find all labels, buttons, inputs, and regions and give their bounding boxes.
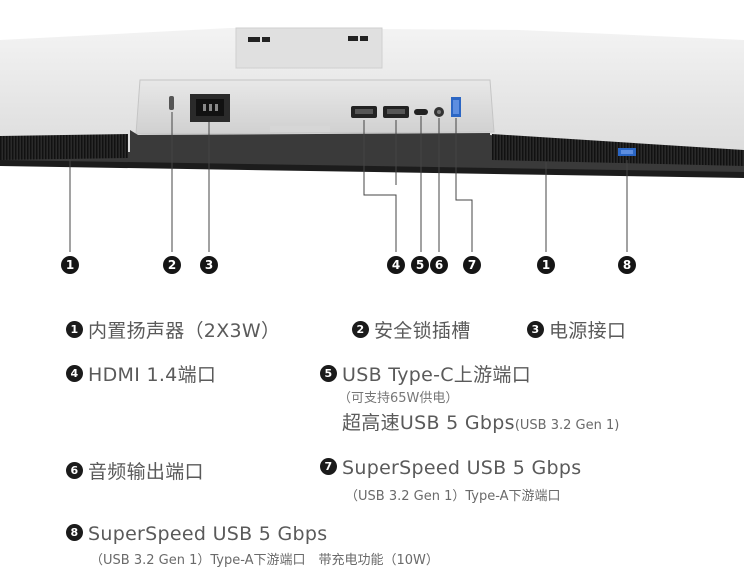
legend-item-6: 6 音频输出端口	[66, 457, 204, 484]
legend-badge-3: 3	[527, 321, 544, 338]
callout-6-audio: 6	[430, 256, 448, 274]
legend-badge-4: 4	[66, 365, 83, 382]
legend-item-1: 1 内置扬声器（2X3W）	[66, 316, 280, 343]
legend-badge-2: 2	[352, 321, 369, 338]
monitor-bottom-illustration	[0, 27, 744, 252]
legend-item-3: 3 电源接口	[527, 316, 626, 343]
legend-badge-8: 8	[66, 524, 83, 541]
legend-badge-7: 7	[320, 458, 337, 475]
callout-1-speaker-right: 1	[537, 256, 555, 274]
legend-text-3: 电源接口	[549, 320, 627, 342]
legend-line2-main-5: 超高速USB 5 Gbps	[342, 412, 515, 434]
callout-2-security-lock: 2	[163, 256, 181, 274]
legend-item-8: 8 SuperSpeed USB 5 Gbps	[66, 523, 327, 545]
legend-text-6: 音频输出端口	[88, 461, 204, 483]
legend-item-4: 4 HDMI 1.4端口	[66, 360, 216, 387]
legend-item-2: 2 安全锁插槽	[352, 316, 471, 343]
callout-5-usb-c: 5	[411, 256, 429, 274]
legend-text-7: SuperSpeed USB 5 Gbps	[342, 457, 582, 479]
legend-badge-1: 1	[66, 321, 83, 338]
legend-badge-5: 5	[320, 365, 337, 382]
legend-badge-6: 6	[66, 462, 83, 479]
legend-text-1: 内置扬声器（2X3W）	[88, 320, 281, 342]
callout-4-hdmi: 4	[387, 256, 405, 274]
legend-text-4: HDMI 1.4端口	[88, 364, 217, 386]
legend-note-5: （可支持65W供电）	[338, 391, 459, 406]
legend-item-5: 5 USB Type-C上游端口	[320, 360, 531, 387]
callout-8-usb-a-charging: 8	[618, 256, 636, 274]
legend-text-5: USB Type-C上游端口	[342, 364, 532, 386]
legend-sub-8: （USB 3.2 Gen 1）Type-A下游端口 带充电功能（10W）	[90, 553, 439, 568]
legend-text-2: 安全锁插槽	[374, 320, 471, 342]
legend-sub-7: （USB 3.2 Gen 1）Type-A下游端口	[345, 489, 561, 504]
legend-line2-sub-5: (USB 3.2 Gen 1)	[514, 418, 620, 433]
legend-line2-5: 超高速USB 5 Gbps(USB 3.2 Gen 1)	[342, 408, 619, 435]
callout-7-usb-a: 7	[463, 256, 481, 274]
callout-1-speaker-left: 1	[61, 256, 79, 274]
legend-text-8: SuperSpeed USB 5 Gbps	[88, 523, 328, 545]
legend-item-7: 7 SuperSpeed USB 5 Gbps	[320, 457, 581, 479]
callout-3-power: 3	[200, 256, 218, 274]
